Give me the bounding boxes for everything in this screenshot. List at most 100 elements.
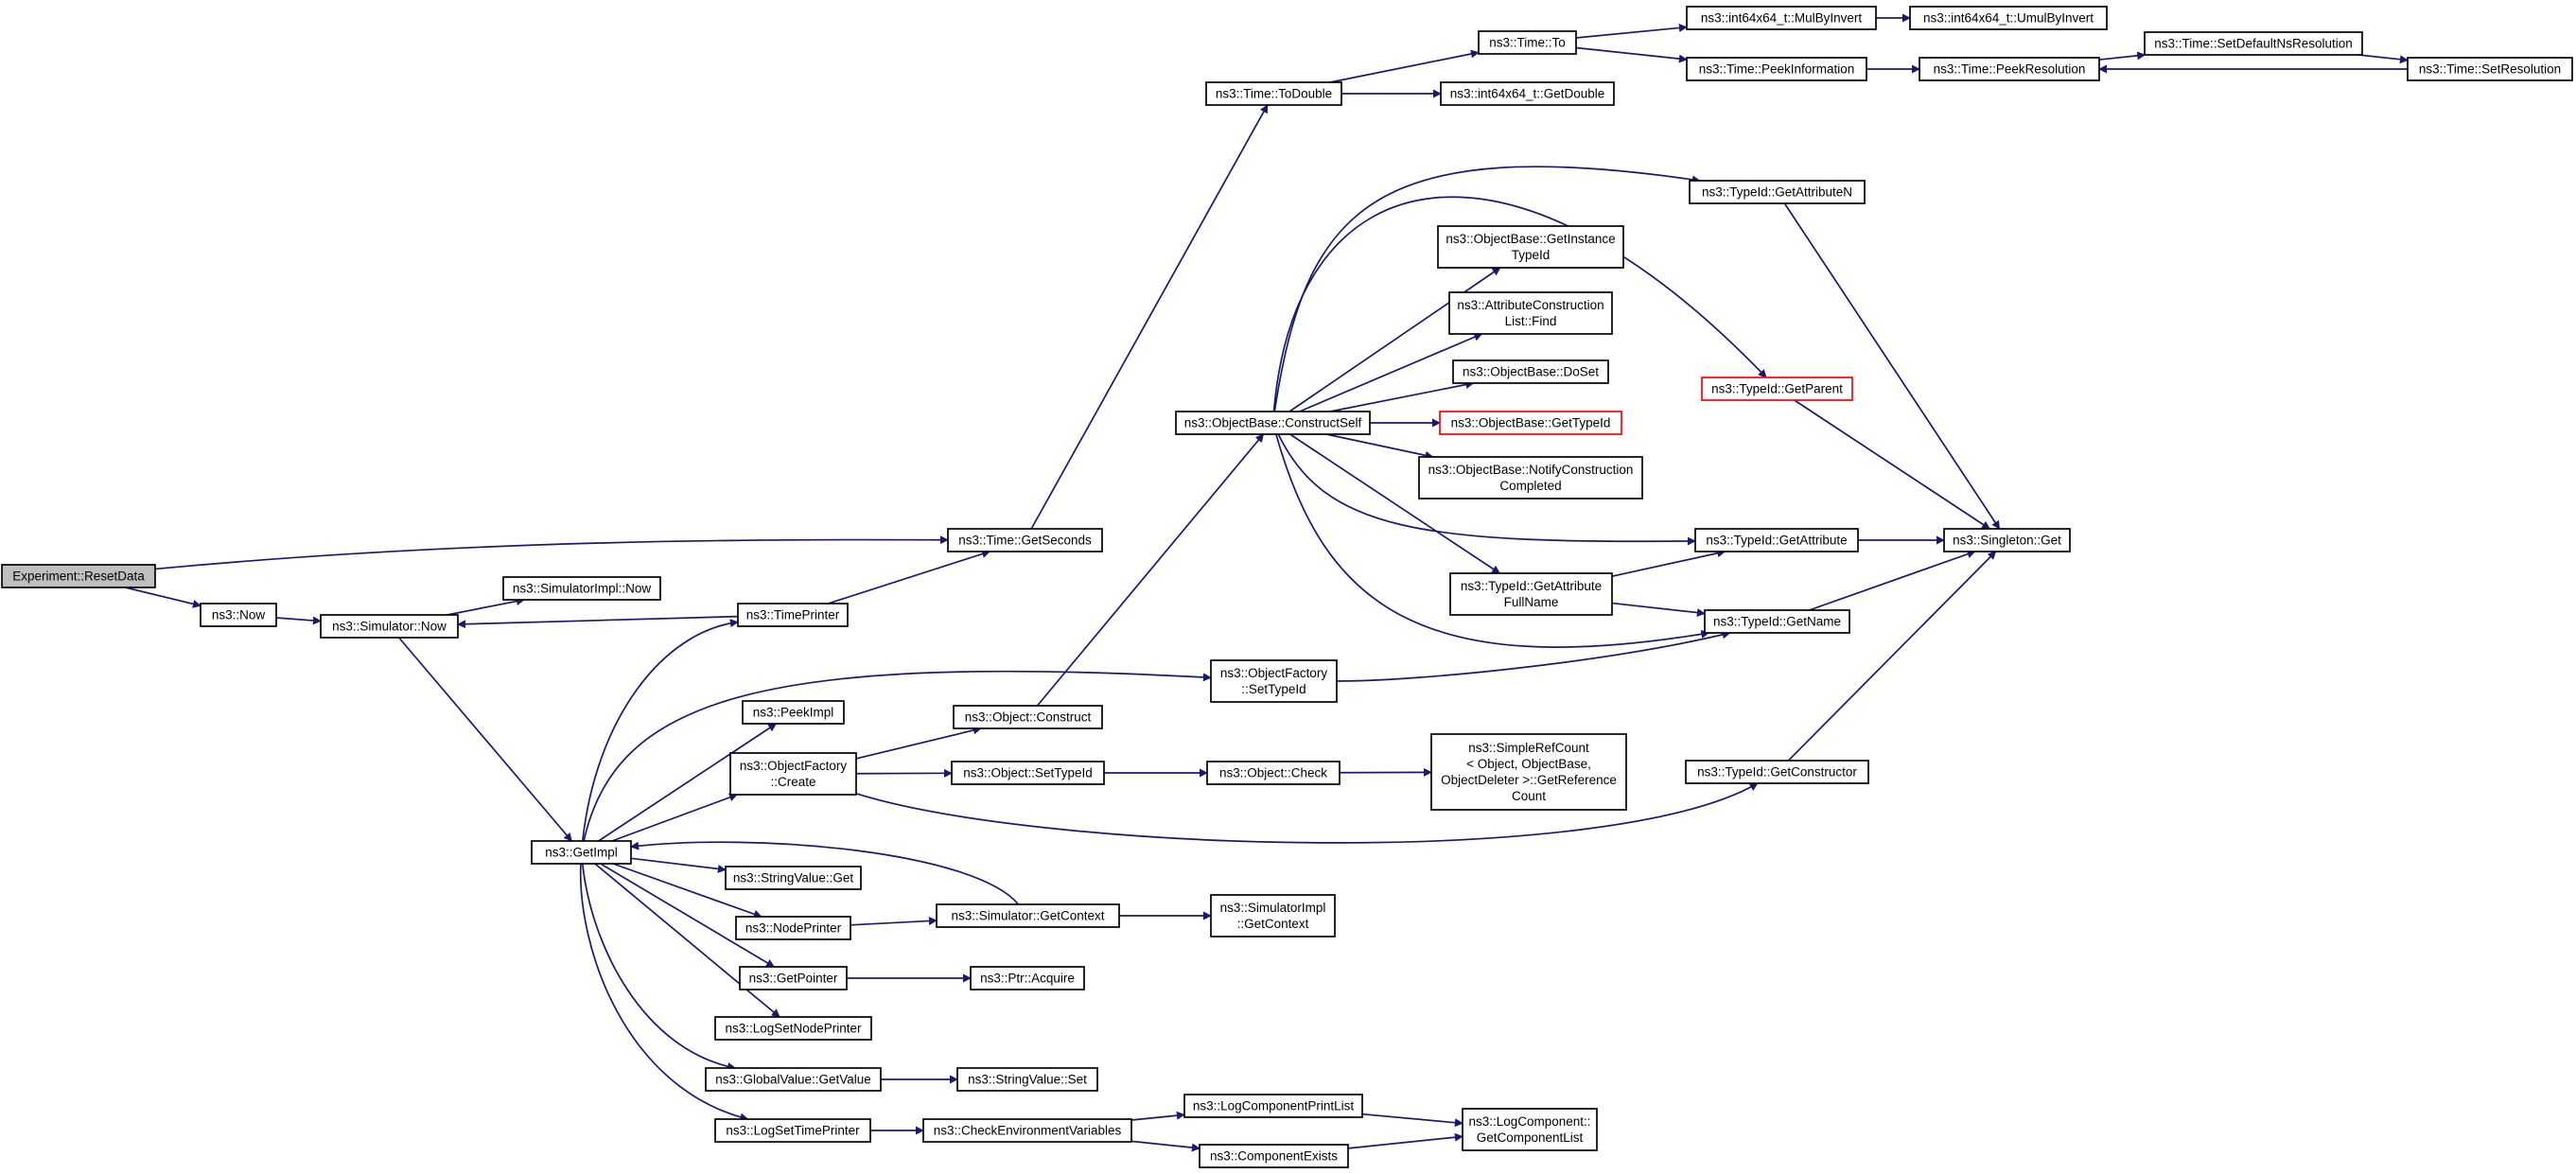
call-edge bbox=[1611, 602, 1706, 618]
node-globalvalueget[interactable]: ns3::GlobalValue::GetValue bbox=[705, 1067, 882, 1092]
node-timeto[interactable]: ns3::Time::To bbox=[1478, 30, 1577, 55]
node-peekres[interactable]: ns3::Time::PeekResolution bbox=[1919, 57, 2100, 81]
node-box bbox=[1183, 1094, 1363, 1118]
node-constructself[interactable]: ns3::ObjectBase::ConstructSelf bbox=[1175, 411, 1371, 435]
node-peekimpl[interactable]: ns3::PeekImpl bbox=[742, 700, 845, 725]
node-getconstructor[interactable]: ns3::TypeId::GetConstructor bbox=[1685, 760, 1869, 784]
node-label: ns3::CheckEnvironmentVariables bbox=[934, 1124, 1122, 1138]
node-box bbox=[1478, 30, 1577, 55]
node-getattribute[interactable]: ns3::TypeId::GetAttribute bbox=[1694, 528, 1859, 552]
node-setres[interactable]: ns3::Time::SetResolution bbox=[2407, 57, 2573, 81]
node-simgetcontext[interactable]: ns3::Simulator::GetContext bbox=[936, 903, 1120, 928]
node-peekinfo[interactable]: ns3::Time::PeekInformation bbox=[1686, 57, 1867, 81]
node-label: ns3::int64x64_t::MulByInvert bbox=[1701, 11, 1863, 26]
node-todouble[interactable]: ns3::Time::ToDouble bbox=[1205, 81, 1342, 106]
edge-timeto-to-peekinfo bbox=[1575, 46, 1688, 63]
node-label: ns3::SimpleRefCount bbox=[1468, 741, 1589, 755]
call-edge bbox=[594, 863, 780, 1018]
node-label: ObjectDeleter >::GetReference bbox=[1441, 773, 1617, 787]
node-objconstruct[interactable]: ns3::Object::Construct bbox=[953, 705, 1103, 729]
node-label: ns3::Time::ToDouble bbox=[1216, 87, 1332, 101]
node-box bbox=[502, 576, 661, 601]
node-resetdata: Experiment::ResetData bbox=[1, 564, 156, 588]
node-umulbyinvert[interactable]: ns3::int64x64_t::UmulByInvert bbox=[1909, 6, 2108, 30]
node-objsettypeid[interactable]: ns3::Object::SetTypeId bbox=[951, 761, 1105, 785]
node-getdouble[interactable]: ns3::int64x64_t::GetDouble bbox=[1440, 81, 1615, 106]
node-mulbyinvert[interactable]: ns3::int64x64_t::MulByInvert bbox=[1686, 6, 1877, 30]
node-box bbox=[742, 700, 845, 725]
node-box bbox=[714, 1016, 872, 1041]
node-label: ns3::ObjectBase::GetInstance bbox=[1446, 232, 1615, 246]
node-label: ns3::Object::Construct bbox=[965, 710, 1092, 725]
node-box bbox=[2407, 57, 2573, 81]
node-getseconds[interactable]: ns3::Time::GetSeconds bbox=[947, 528, 1103, 552]
node-objcheck[interactable]: ns3::Object::Check bbox=[1206, 761, 1341, 785]
node-getpointer[interactable]: ns3::GetPointer bbox=[739, 966, 848, 990]
node-simimplnow[interactable]: ns3::SimulatorImpl::Now bbox=[502, 576, 661, 601]
node-label: ns3::LogComponent:: bbox=[1468, 1114, 1590, 1129]
node-box bbox=[714, 1118, 871, 1143]
node-stringvalueget[interactable]: ns3::StringValue::Get bbox=[725, 866, 862, 890]
node-label: ns3::int64x64_t::GetDouble bbox=[1450, 87, 1605, 101]
node-label: ns3::TypeId::GetName bbox=[1713, 615, 1841, 629]
node-logcompprintlist[interactable]: ns3::LogComponentPrintList bbox=[1183, 1094, 1363, 1118]
node-now[interactable]: ns3::Now bbox=[200, 603, 277, 627]
node-box bbox=[739, 966, 848, 990]
node-compexists[interactable]: ns3::ComponentExists bbox=[1199, 1144, 1349, 1168]
edge-todouble-to-timeto bbox=[1329, 49, 1480, 83]
node-stringvalueset[interactable]: ns3::StringValue::Set bbox=[956, 1067, 1098, 1092]
edge-simnow-to-simimplnow bbox=[447, 597, 525, 616]
call-edge bbox=[1787, 551, 1997, 762]
node-getparent[interactable]: ns3::TypeId::GetParent bbox=[1701, 377, 1853, 401]
node-box bbox=[956, 1067, 1098, 1092]
node-singletonget[interactable]: ns3::Singleton::Get bbox=[1943, 528, 2071, 552]
node-objfactcreate[interactable]: ns3::ObjectFactory::Create bbox=[729, 752, 857, 796]
call-edge bbox=[125, 587, 202, 608]
node-label: ns3::NodePrinter bbox=[745, 921, 842, 936]
node-box bbox=[705, 1067, 882, 1092]
node-label: ns3::Singleton::Get bbox=[1953, 534, 2061, 548]
node-box bbox=[1686, 57, 1867, 81]
node-simimplgetcontext[interactable]: ns3::SimulatorImpl::GetContext bbox=[1210, 894, 1336, 937]
edge-setdefaultns-to-setres bbox=[2358, 54, 2409, 64]
node-label: Count bbox=[1512, 789, 1546, 803]
node-box bbox=[1440, 81, 1615, 106]
node-setdefaultns[interactable]: ns3::Time::SetDefaultNsResolution bbox=[2144, 31, 2363, 56]
node-logsetnodeprinter[interactable]: ns3::LogSetNodePrinter bbox=[714, 1016, 872, 1041]
node-checkenv[interactable]: ns3::CheckEnvironmentVariables bbox=[922, 1118, 1132, 1143]
node-doset[interactable]: ns3::ObjectBase::DoSet bbox=[1452, 359, 1609, 384]
call-edge bbox=[1361, 1113, 1463, 1128]
node-nodeprinter[interactable]: ns3::NodePrinter bbox=[735, 916, 851, 940]
node-logsettimeprinter[interactable]: ns3::LogSetTimePrinter bbox=[714, 1118, 871, 1143]
edge-getimpl-to-logsetnodeprinter bbox=[594, 863, 780, 1018]
node-ptracquire[interactable]: ns3::Ptr::Acquire bbox=[970, 966, 1085, 990]
node-box bbox=[1694, 528, 1859, 552]
node-box bbox=[1418, 456, 1643, 499]
edge-simgetcontext-to-getimpl bbox=[630, 841, 1020, 905]
edge-getimpl-to-stringvalueget bbox=[630, 857, 727, 873]
node-getname[interactable]: ns3::TypeId::GetName bbox=[1704, 609, 1850, 634]
node-timeprinter[interactable]: ns3::TimePrinter bbox=[737, 603, 849, 627]
call-edge bbox=[583, 670, 1212, 842]
node-label: ns3::Time::SetResolution bbox=[2419, 62, 2561, 77]
call-edge bbox=[1036, 433, 1265, 707]
call-edge bbox=[630, 857, 727, 873]
node-box bbox=[1205, 81, 1342, 106]
node-box bbox=[1448, 291, 1613, 335]
node-simnow[interactable]: ns3::Simulator::Now bbox=[320, 614, 459, 639]
edge-getimpl-to-globalvalueget bbox=[581, 863, 737, 1071]
call-edge bbox=[581, 863, 737, 1071]
node-objbasegettypeid[interactable]: ns3::ObjectBase::GetTypeId bbox=[1439, 411, 1622, 435]
edge-timeto-to-mulbyinvert bbox=[1575, 23, 1688, 39]
node-getimpl[interactable]: ns3::GetImpl bbox=[531, 840, 632, 865]
node-simplerefcount[interactable]: ns3::SimpleRefCount< Object, ObjectBase,… bbox=[1430, 733, 1627, 811]
node-notifyconstr[interactable]: ns3::ObjectBase::NotifyConstructionCompl… bbox=[1418, 456, 1643, 499]
node-objfactsettypeid[interactable]: ns3::ObjectFactory::SetTypeId bbox=[1210, 659, 1338, 703]
edge-objconstruct-to-constructself bbox=[1036, 433, 1265, 707]
node-getcomplist[interactable]: ns3::LogComponent::GetComponentList bbox=[1462, 1108, 1598, 1151]
node-getattributen[interactable]: ns3::TypeId::GetAttributeN bbox=[1689, 180, 1866, 204]
edges-layer bbox=[125, 13, 2409, 1152]
